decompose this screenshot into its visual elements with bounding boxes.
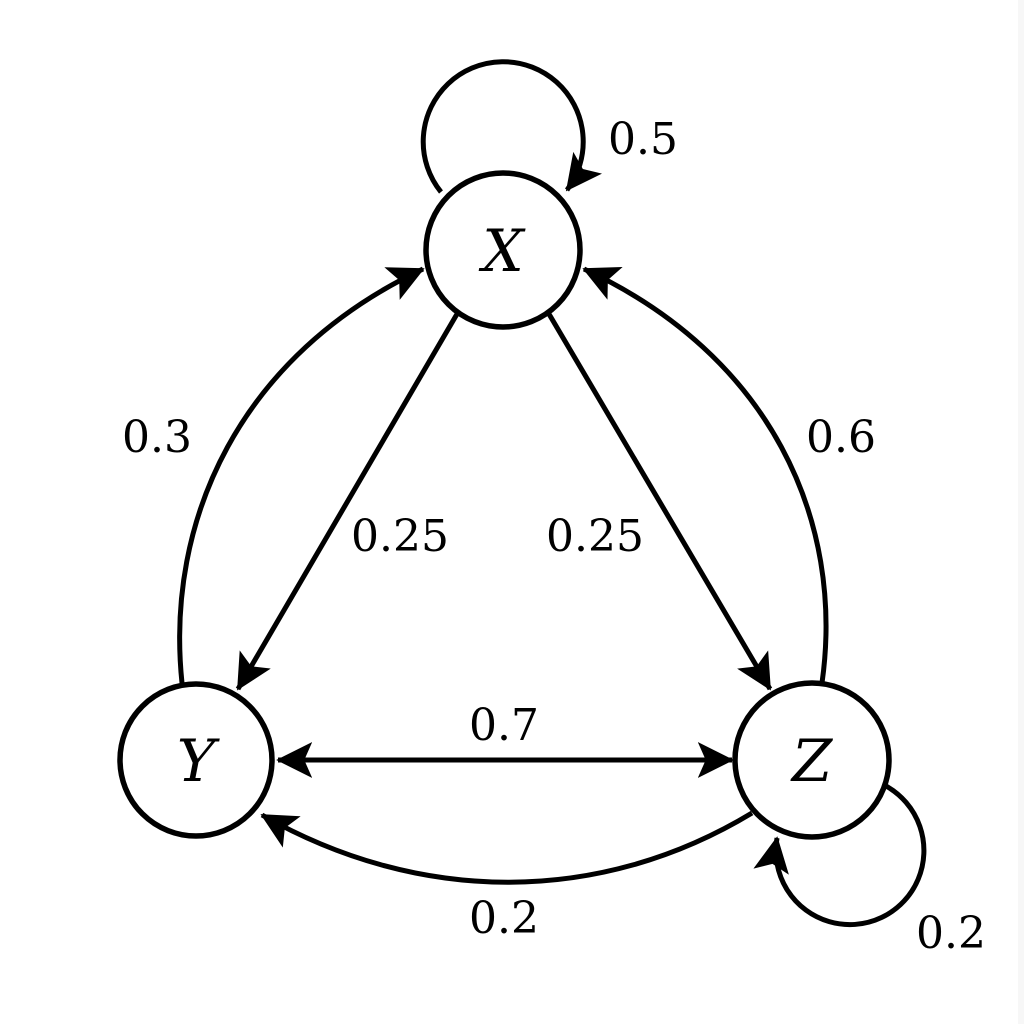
node-y: Y bbox=[117, 681, 275, 839]
edge-x-to-y bbox=[235, 312, 460, 691]
weight-label-y-z-bidirectional: 0.7 bbox=[469, 700, 539, 751]
weight-label-y-to-x: 0.3 bbox=[122, 412, 192, 463]
edge-y-to-x bbox=[177, 266, 425, 684]
edge-x-to-x bbox=[420, 59, 602, 194]
edge-z-to-z bbox=[753, 783, 927, 928]
weight-label-x-to-z: 0.25 bbox=[546, 511, 644, 562]
page-edge-shade bbox=[1018, 0, 1024, 1024]
edge-x-to-z bbox=[546, 312, 773, 691]
weight-label-z-to-x: 0.6 bbox=[806, 412, 876, 463]
weight-label-x-to-y: 0.25 bbox=[351, 511, 449, 562]
node-z-circle bbox=[732, 680, 892, 840]
node-x-label: X bbox=[478, 217, 526, 285]
weight-label-z-to-z: 0.2 bbox=[916, 908, 986, 959]
edge-z-to-y bbox=[260, 810, 754, 885]
node-y-circle bbox=[117, 681, 275, 839]
node-z: Z bbox=[732, 680, 892, 840]
node-z-label: Z bbox=[790, 727, 834, 795]
edge-z-to-x bbox=[582, 266, 829, 684]
node-y-label: Y bbox=[177, 727, 220, 795]
weight-label-z-to-y: 0.2 bbox=[469, 893, 539, 944]
node-x: X bbox=[423, 170, 583, 330]
node-x-circle bbox=[423, 170, 583, 330]
weight-label-x-to-x: 0.5 bbox=[608, 114, 678, 165]
